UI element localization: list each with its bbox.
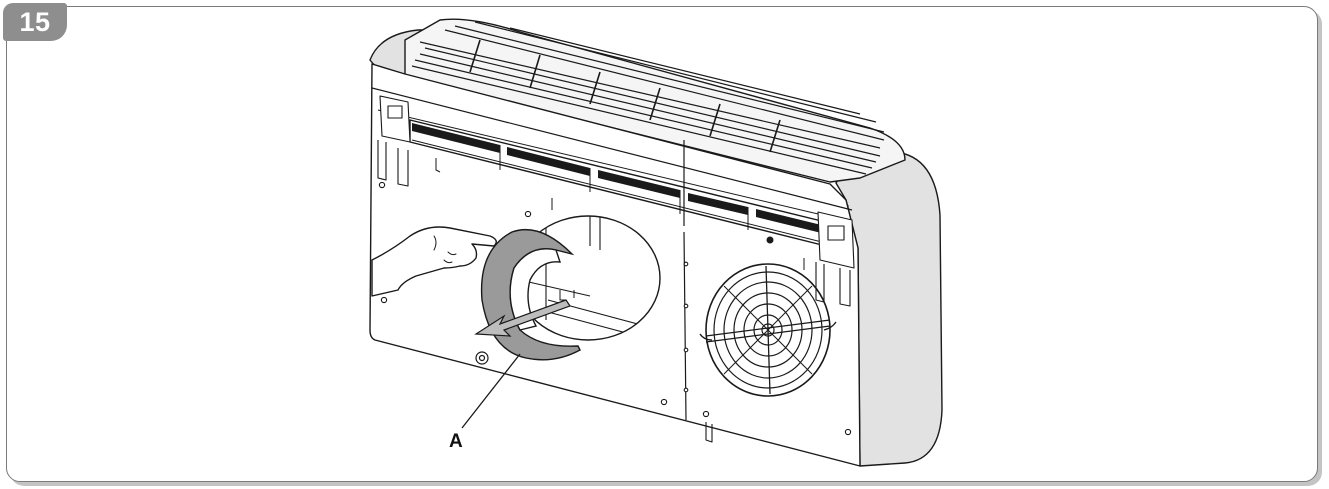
drain-screw <box>475 351 489 365</box>
callout-label-a: A <box>449 431 463 452</box>
step-number-badge: 15 <box>3 3 67 41</box>
callout-leader-line <box>461 353 521 429</box>
hand-icon <box>371 226 497 297</box>
top-grille-slats <box>411 21 885 175</box>
rotation-arrow-icon <box>474 299 571 337</box>
right-mounting-bracket <box>815 211 855 307</box>
fan-grille-icon <box>699 236 837 397</box>
left-mounting-bracket <box>377 95 411 187</box>
